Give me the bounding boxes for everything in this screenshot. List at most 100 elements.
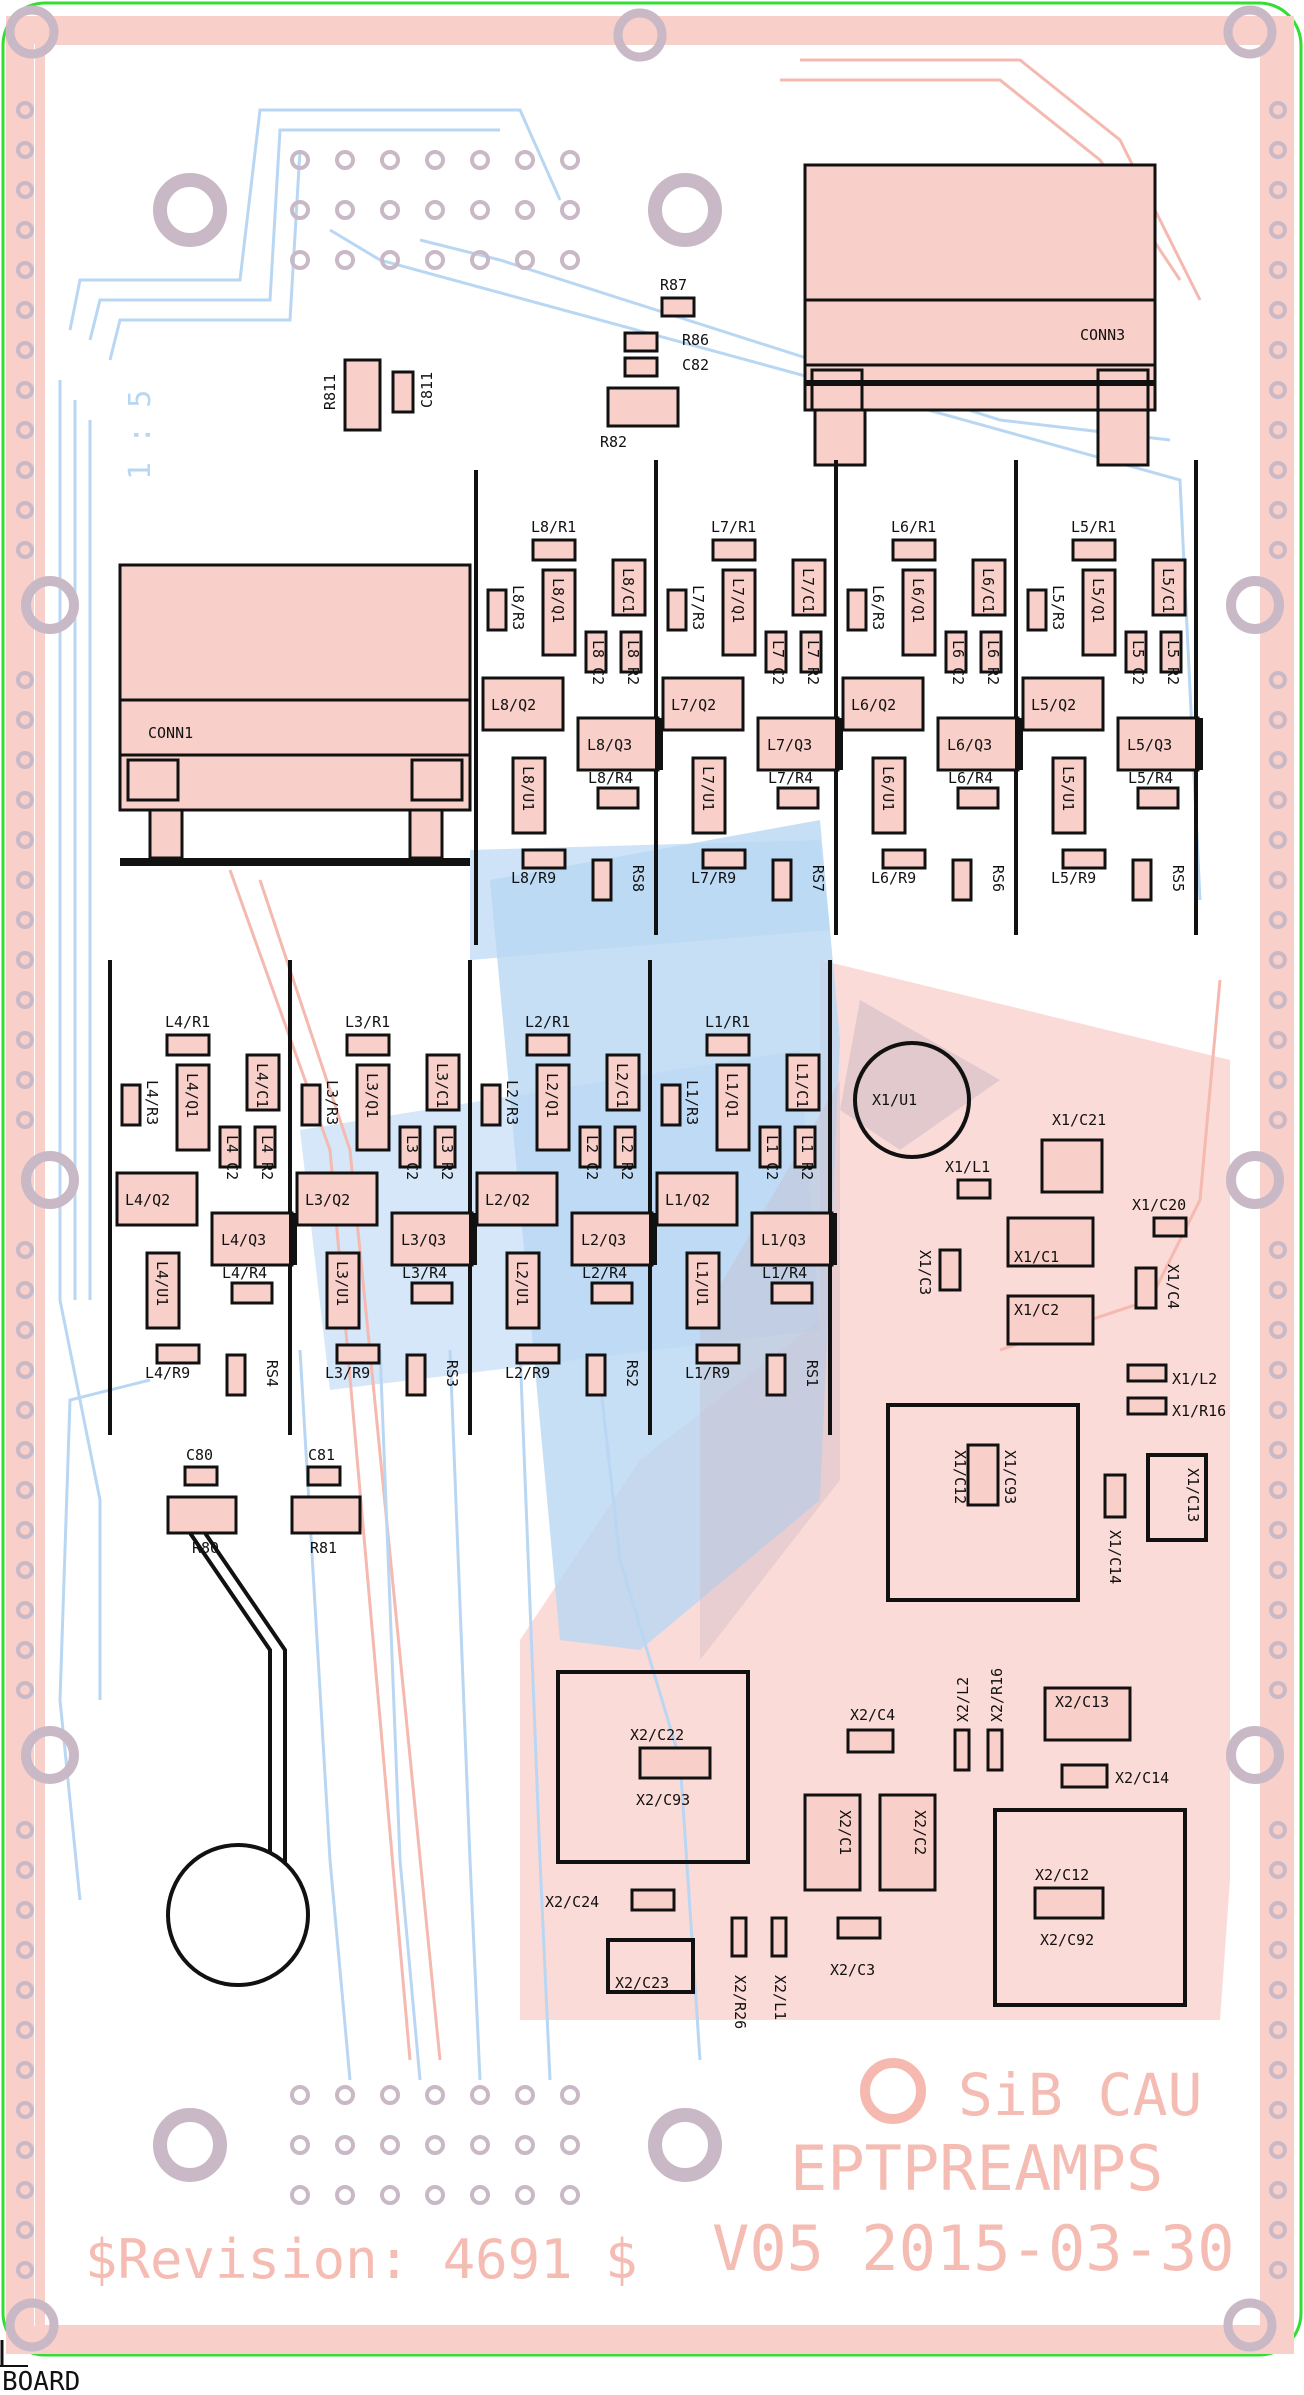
c2-part — [584, 630, 608, 674]
q1-label: L3/Q1 — [363, 1073, 381, 1118]
rs-part — [951, 858, 973, 902]
r1-part — [1071, 538, 1117, 562]
q3-tab — [469, 1213, 477, 1265]
q2-label: L5/Q2 — [1031, 696, 1076, 714]
c1-part — [245, 1053, 281, 1112]
conn3-connector: CONN3 — [803, 163, 1157, 467]
c1-part — [785, 1053, 821, 1112]
r9-label: L3/R9 — [325, 1364, 370, 1382]
r2-label: L1 R2 — [798, 1135, 816, 1180]
r4-part — [230, 1281, 274, 1305]
r4-label: L3/R4 — [402, 1264, 447, 1282]
q3-label: L2/Q3 — [581, 1231, 626, 1249]
r3-label: L4/R3 — [143, 1080, 161, 1125]
q1-part — [541, 568, 577, 657]
q2-part — [841, 676, 925, 732]
r9-part — [155, 1343, 201, 1365]
r1-label: L3/R1 — [345, 1013, 390, 1031]
c1-label: L7/C1 — [799, 568, 817, 613]
q3-part — [570, 1211, 654, 1267]
r3-part — [846, 588, 868, 632]
c1-part — [1151, 558, 1187, 617]
r9-part — [695, 1343, 741, 1365]
q1-label: L5/Q1 — [1089, 578, 1107, 623]
x1-c93-label: X1/C93 — [1001, 1450, 1019, 1504]
r4-part — [590, 1281, 634, 1305]
q1-label: L6/Q1 — [909, 578, 927, 623]
r81-label: R81 — [310, 1539, 337, 1557]
x1-block — [853, 1041, 1208, 1602]
x2-c24-label: X2/C24 — [545, 1893, 599, 1911]
u1-part — [1051, 756, 1087, 835]
r2-part — [979, 630, 1003, 674]
r2-part — [613, 1125, 637, 1169]
q2-part — [661, 676, 745, 732]
u1-part — [511, 756, 547, 835]
x1-c13-label: X1/C13 — [1184, 1468, 1202, 1522]
r4-part — [776, 786, 820, 810]
rs-part — [591, 858, 613, 902]
r1-part — [705, 1033, 751, 1057]
c1-label: L8/C1 — [619, 568, 637, 613]
r4-label: L5/R4 — [1128, 769, 1173, 787]
rs-part — [765, 1353, 787, 1397]
x2-c22-label: X2/C22 — [630, 1726, 684, 1744]
watermark-revision: $Revision: 4691 $ — [85, 2228, 638, 2291]
q2-label: L3/Q2 — [305, 1191, 350, 1209]
q3-tab — [655, 718, 663, 770]
r1-part — [531, 538, 577, 562]
c1-part — [791, 558, 827, 617]
q1-label: L4/Q1 — [183, 1073, 201, 1118]
r4-label: L8/R4 — [588, 769, 633, 787]
r4-label: L7/R4 — [768, 769, 813, 787]
conn1-connector: CONN1 — [118, 563, 472, 866]
q2-part — [295, 1171, 379, 1227]
u1-label: L4/U1 — [153, 1261, 171, 1306]
r2-label: L4 R2 — [258, 1135, 276, 1180]
c1-label: L1/C1 — [793, 1063, 811, 1108]
x1-c21-label: X1/C21 — [1052, 1111, 1106, 1129]
watermark-project: EPTPREAMPS — [790, 2132, 1163, 2205]
r2-part — [619, 630, 643, 674]
r9-part — [521, 848, 567, 870]
watermark-org: SiB CAU — [958, 2061, 1202, 2129]
r9-part — [701, 848, 747, 870]
x1-c14-label: X1/C14 — [1106, 1530, 1124, 1584]
rs-label: RS3 — [443, 1360, 461, 1387]
c2-label: L1 C2 — [763, 1135, 781, 1180]
r3-part — [660, 1083, 682, 1127]
r9-label: L8/R9 — [511, 869, 556, 887]
rs-part — [1131, 858, 1153, 902]
q3-part — [210, 1211, 294, 1267]
r2-label: L2 R2 — [618, 1135, 636, 1180]
c2-label: L5 C2 — [1129, 640, 1147, 685]
c1-part — [605, 1053, 641, 1112]
q2-label: L1/Q2 — [665, 1191, 710, 1209]
r3-label: L2/R3 — [503, 1080, 521, 1125]
r2-part — [1159, 630, 1183, 674]
r9-label: L4/R9 — [145, 1364, 190, 1382]
c2-label: L3 C2 — [403, 1135, 421, 1180]
q2-part — [1021, 676, 1105, 732]
rs-part — [225, 1353, 247, 1397]
conn1-label: CONN1 — [148, 724, 193, 742]
r811-label: R811 — [321, 374, 339, 410]
u1-label: L1/U1 — [693, 1261, 711, 1306]
r80-label: R80 — [192, 1539, 219, 1557]
rs-label: RS8 — [629, 865, 647, 892]
q2-label: L7/Q2 — [671, 696, 716, 714]
u1-label: L2/U1 — [513, 1261, 531, 1306]
c2-part — [1124, 630, 1148, 674]
q1-part — [715, 1063, 751, 1152]
r9-part — [881, 848, 927, 870]
q1-part — [901, 568, 937, 657]
r4-part — [1136, 786, 1180, 810]
rs-label: RS1 — [803, 1360, 821, 1387]
r1-label: L4/R1 — [165, 1013, 210, 1031]
rs-label: RS4 — [263, 1360, 281, 1387]
x2-labels: X2/C22 X2/C93 X2/C24 X2/C23 X2/R26 X2/L1… — [545, 1668, 1169, 2029]
q3-label: L3/Q3 — [401, 1231, 446, 1249]
